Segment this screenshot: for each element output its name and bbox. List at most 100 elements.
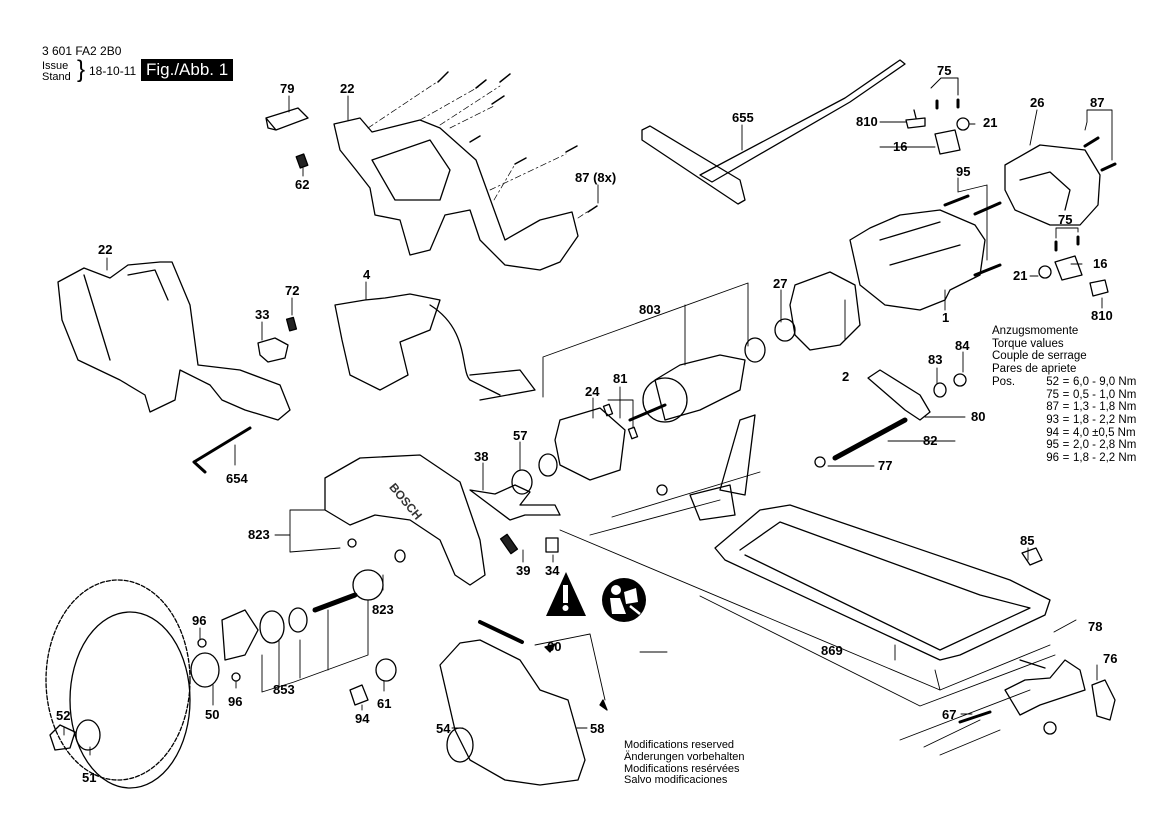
part-21-bottom [1038, 265, 1052, 279]
brand-on-guard: BOSCH [386, 480, 425, 522]
gear-853 [352, 569, 384, 601]
part-label: 869 [821, 643, 843, 658]
torque-title-es: Pares de apriete [992, 363, 1077, 376]
part-label: 54 [436, 721, 451, 736]
issue-label: Issue [42, 60, 69, 72]
part-label: 95 [956, 164, 971, 179]
part-label: 1 [942, 310, 950, 325]
part-label: 810 [1091, 308, 1113, 323]
torque-value: 1,8 - 2,2 Nm [1073, 452, 1137, 465]
part-label: 83 [928, 352, 943, 367]
torque-pos: 94 [1046, 426, 1059, 439]
part-80-lever [867, 369, 931, 421]
stand-label: Stand [42, 71, 71, 83]
part-label: 853 [273, 682, 295, 697]
part-4-switch [334, 293, 441, 391]
part-label: 823 [248, 527, 270, 542]
part-16-top [934, 129, 961, 155]
part-57-ring [511, 469, 533, 495]
issue-stand-label: Issue Stand [42, 61, 71, 83]
part-label: 72 [285, 283, 300, 298]
part-26-end-cap [1004, 144, 1101, 226]
figure-label: Fig./Abb. 1 [141, 59, 234, 81]
notice-en: Modifications reserved [624, 739, 735, 751]
part-22-handle-lower [57, 261, 291, 421]
part-33 [257, 337, 289, 363]
part-72-spring [285, 316, 298, 332]
part-16-bottom [1054, 255, 1083, 281]
part-label: 85 [1020, 533, 1035, 548]
equals-sign: = [1062, 413, 1070, 426]
part-label: 79 [280, 81, 295, 96]
part-label: 62 [295, 177, 310, 192]
torque-pos: 96 [1046, 452, 1059, 465]
part-50-flange [190, 652, 220, 688]
part-54-ring [446, 727, 474, 763]
part-60-spring [478, 620, 524, 644]
part-label: 2 [842, 369, 850, 384]
part-label: 78 [1088, 619, 1103, 634]
part-label: 22 [98, 242, 113, 257]
part-label: 21 [983, 115, 998, 130]
part-label: 57 [513, 428, 528, 443]
part-58-lower-guard [439, 639, 586, 786]
part-label: 87 [1090, 95, 1105, 110]
part-34 [545, 537, 559, 553]
part-24-baffle [554, 407, 626, 481]
part-label: 16 [893, 139, 908, 154]
part-label: 82 [923, 433, 938, 448]
part-67-pin [958, 710, 992, 724]
part-810-bottom [1089, 279, 1109, 297]
part-label: 26 [1030, 95, 1045, 110]
part-label: 84 [955, 338, 970, 353]
part-810-top [905, 109, 926, 129]
torque-pos: 87 [1046, 401, 1059, 414]
torque-row: 87=1,3 - 1,8 Nm [992, 401, 1136, 414]
part-82-bolt [832, 417, 908, 461]
notice-es: Salvo modificaciones [624, 774, 728, 787]
torque-value: 1,3 - 1,8 Nm [1073, 401, 1137, 414]
torque-value: 1,8 - 2,2 Nm [1073, 413, 1137, 426]
part-27-bearing [774, 318, 796, 342]
brace-glyph: } [77, 56, 86, 83]
part-803-armature [654, 354, 746, 421]
parallel-guide-bracket [1004, 659, 1086, 716]
read-manual-icon [602, 578, 646, 622]
part-label: 96 [228, 694, 243, 709]
part-label: 51 [82, 770, 97, 785]
part-79-pad [265, 107, 309, 131]
torque-pos: 75 [1046, 388, 1059, 401]
part-61-bushing [375, 658, 397, 682]
torque-values-table: Anzugsmomente Torque values Couple de se… [992, 325, 1136, 465]
part-21-top [956, 117, 970, 131]
depth-quadrant [689, 414, 756, 521]
part-83 [933, 382, 947, 398]
torque-pos: 93 [1046, 413, 1059, 426]
part-869-base-plate [714, 504, 1051, 661]
part-label: 16 [1093, 256, 1108, 271]
part-78-screw [1019, 659, 1046, 669]
part-label: 823 [372, 602, 394, 617]
part-22-handle-upper [333, 117, 579, 271]
pos-label: Pos. [992, 375, 1016, 388]
part-label: 96 [192, 613, 207, 628]
warning-triangle-icon [546, 572, 586, 616]
part-label: 67 [942, 707, 957, 722]
part-label: 77 [878, 458, 893, 473]
torque-row: Pos.52=6,0 - 9,0 Nm [992, 376, 1136, 389]
part-label: 52 [56, 708, 71, 723]
part-62-spring [295, 153, 309, 169]
part-label: 60 [547, 639, 562, 654]
notice-de: Änderungen vorbehalten [624, 750, 745, 763]
part-label: 58 [590, 721, 605, 736]
part-label: 24 [585, 384, 600, 399]
equals-sign: = [1062, 388, 1070, 401]
equals-sign: = [1062, 452, 1070, 465]
part-label: 94 [355, 711, 370, 726]
part-label: 75 [1058, 212, 1073, 227]
equals-sign: = [1062, 401, 1070, 414]
part-label: 33 [255, 307, 270, 322]
part-1-motor-housing [849, 209, 986, 311]
part-label: 39 [516, 563, 531, 578]
